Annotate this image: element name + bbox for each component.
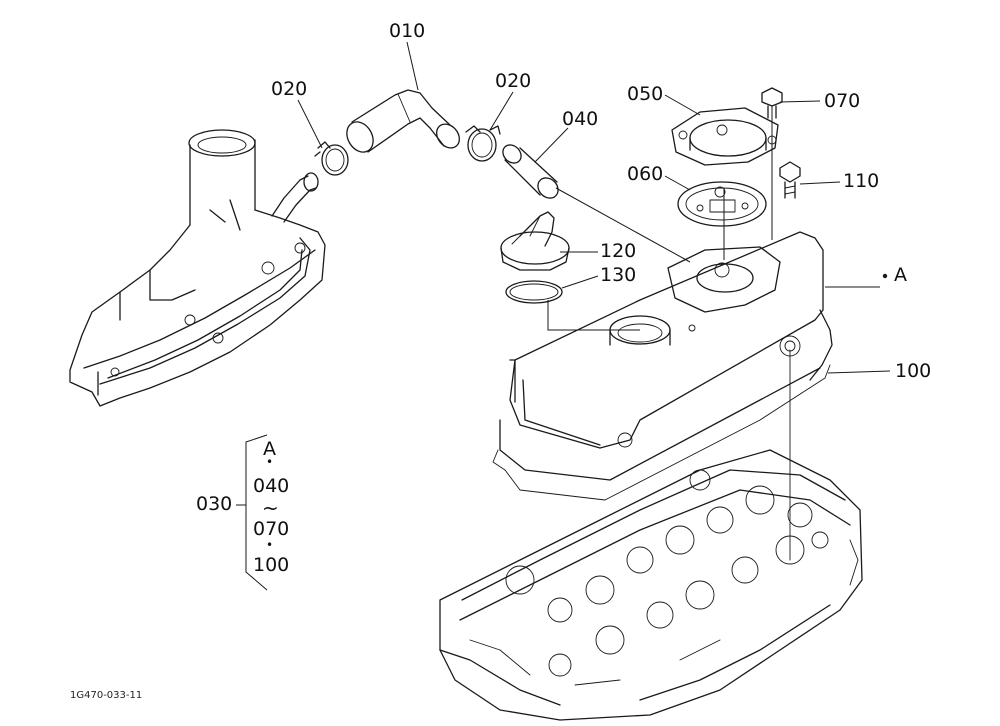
group-dot-2: • (266, 538, 274, 552)
label-050: 050 (627, 83, 664, 105)
label-060: 060 (627, 163, 664, 185)
leader-lines (297, 41, 891, 374)
hose-clamp-left (314, 141, 349, 176)
diaphragm (677, 181, 767, 227)
assembly-bracket (236, 434, 268, 591)
o-ring (505, 280, 563, 304)
breather-cover (671, 107, 779, 166)
label-130: 130 (600, 264, 637, 286)
label-100: 100 (895, 360, 932, 382)
bolt-110 (779, 161, 801, 199)
cylinder-head (439, 349, 863, 721)
group-tilde: ~ (262, 496, 279, 520)
label-020-right: 020 (495, 70, 532, 92)
ref-a-dot (882, 273, 888, 279)
breather-pipe (502, 144, 559, 199)
rocker-cover (492, 231, 833, 501)
label-070: 070 (824, 90, 861, 112)
label-010: 010 (389, 20, 426, 42)
breather-hose (346, 89, 460, 153)
label-020-left: 020 (271, 78, 308, 100)
label-120: 120 (600, 240, 637, 262)
label-040: 040 (562, 108, 599, 130)
label-030: 030 (196, 493, 233, 515)
group-item-a: A (263, 438, 276, 460)
group-item-100: 100 (253, 554, 290, 576)
group-item-040: 040 (253, 475, 290, 497)
label-110: 110 (843, 170, 880, 192)
label-ref-a: A (894, 264, 907, 286)
group-dot-1: • (266, 455, 274, 469)
drawing-code: 1G470-033-11 (70, 690, 143, 701)
intake-manifold (69, 129, 326, 407)
oil-filler-cap (500, 211, 570, 271)
group-item-070: 070 (253, 518, 290, 540)
hose-clamp-right (465, 125, 501, 162)
